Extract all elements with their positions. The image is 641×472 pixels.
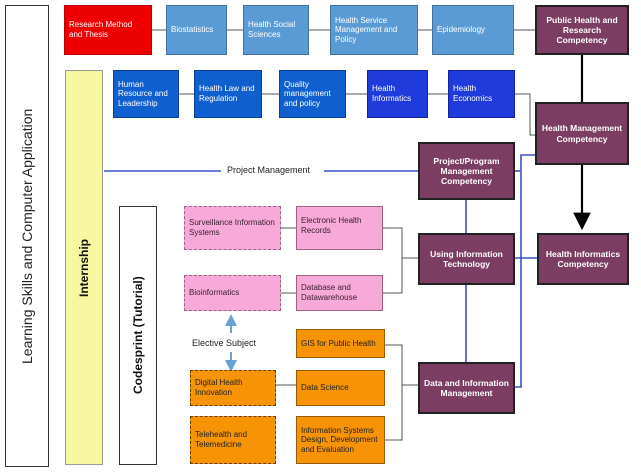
- project-program-competency-label: Project/Program Management Competency: [433, 155, 500, 187]
- epidemiology-box: Epidemiology: [432, 5, 514, 55]
- biostatistics-box: Biostatistics: [166, 5, 227, 55]
- data-science-box: Data Science: [296, 370, 385, 406]
- learning-skills-label: Learning Skills and Computer Application: [19, 108, 35, 364]
- surveillance-box: Surveillance Information Systems: [184, 206, 281, 250]
- data-science-label: Data Science: [301, 383, 349, 393]
- data-info-management-box: Data and Information Management: [418, 362, 515, 414]
- elective-subject-label: Elective Subject: [189, 338, 260, 348]
- health-informatics-competency-label: Health Informatics Competency: [545, 248, 621, 269]
- quality-management-label: Quality management and policy: [284, 79, 331, 108]
- infosys-box: Information Systems Design, Development …: [296, 416, 385, 464]
- health-service-management-box: Health Service Management and Policy: [330, 5, 418, 55]
- health-economics-label: Health Economics: [453, 84, 493, 103]
- database-box: Database and Datawarehouse: [296, 275, 383, 311]
- epidemiology-label: Epidemiology: [437, 25, 486, 35]
- research-method-box: Research Method and Thesis: [64, 5, 152, 55]
- data-info-management-label: Data and Information Management: [424, 377, 510, 398]
- public-health-competency-box: Public Health and Research Competency: [535, 5, 629, 55]
- health-law-box: Health Law and Regulation: [194, 70, 262, 118]
- health-social-sciences-box: Health Social Sciences: [243, 5, 309, 55]
- bioinformatics-box: Bioinformatics: [184, 275, 281, 311]
- human-resource-box: Human Resource and Leadership: [113, 70, 179, 118]
- gis-box: GIS for Public Health: [296, 329, 385, 358]
- codesprint-label: Codesprint (Tutorial): [131, 276, 145, 395]
- surveillance-label: Surveillance Information Systems: [189, 218, 275, 237]
- internship-label: Internship: [77, 238, 91, 297]
- health-social-sciences-label: Health Social Sciences: [248, 20, 296, 39]
- health-management-competency-label: Health Management Competency: [541, 123, 623, 144]
- database-label: Database and Datawarehouse: [301, 283, 358, 302]
- human-resource-label: Human Resource and Leadership: [118, 79, 168, 108]
- infosys-label: Information Systems Design, Development …: [301, 425, 378, 454]
- health-informatics-label: Health Informatics: [372, 84, 412, 103]
- digital-health-box: Digital Health Innovation: [190, 370, 276, 406]
- health-management-competency-box: Health Management Competency: [535, 102, 629, 165]
- bioinformatics-label: Bioinformatics: [189, 288, 240, 298]
- using-it-box: Using Information Technology: [418, 233, 515, 285]
- health-economics-box: Health Economics: [448, 70, 515, 118]
- using-it-label: Using Information Technology: [430, 248, 503, 269]
- internship-bar: Internship: [65, 70, 103, 465]
- health-service-management-label: Health Service Management and Policy: [335, 15, 398, 44]
- health-law-label: Health Law and Regulation: [199, 84, 255, 103]
- telehealth-box: Telehealth and Telemedicine: [190, 416, 276, 464]
- research-method-label: Research Method and Thesis: [69, 20, 133, 39]
- codesprint-bar: Codesprint (Tutorial): [119, 206, 157, 465]
- quality-management-box: Quality management and policy: [279, 70, 346, 118]
- digital-health-label: Digital Health Innovation: [195, 378, 243, 397]
- health-informatics-competency-box: Health Informatics Competency: [537, 233, 629, 285]
- ehr-label: Electronic Health Records: [301, 216, 362, 235]
- project-program-competency-box: Project/Program Management Competency: [418, 142, 515, 200]
- biostatistics-label: Biostatistics: [171, 25, 214, 35]
- project-management-label: Project Management: [224, 165, 314, 175]
- gis-label: GIS for Public Health: [301, 338, 376, 348]
- telehealth-label: Telehealth and Telemedicine: [195, 430, 248, 449]
- learning-skills-bar: Learning Skills and Computer Application: [5, 5, 49, 467]
- ehr-box: Electronic Health Records: [296, 206, 383, 250]
- public-health-competency-label: Public Health and Research Competency: [546, 14, 618, 46]
- health-informatics-box: Health Informatics: [367, 70, 428, 118]
